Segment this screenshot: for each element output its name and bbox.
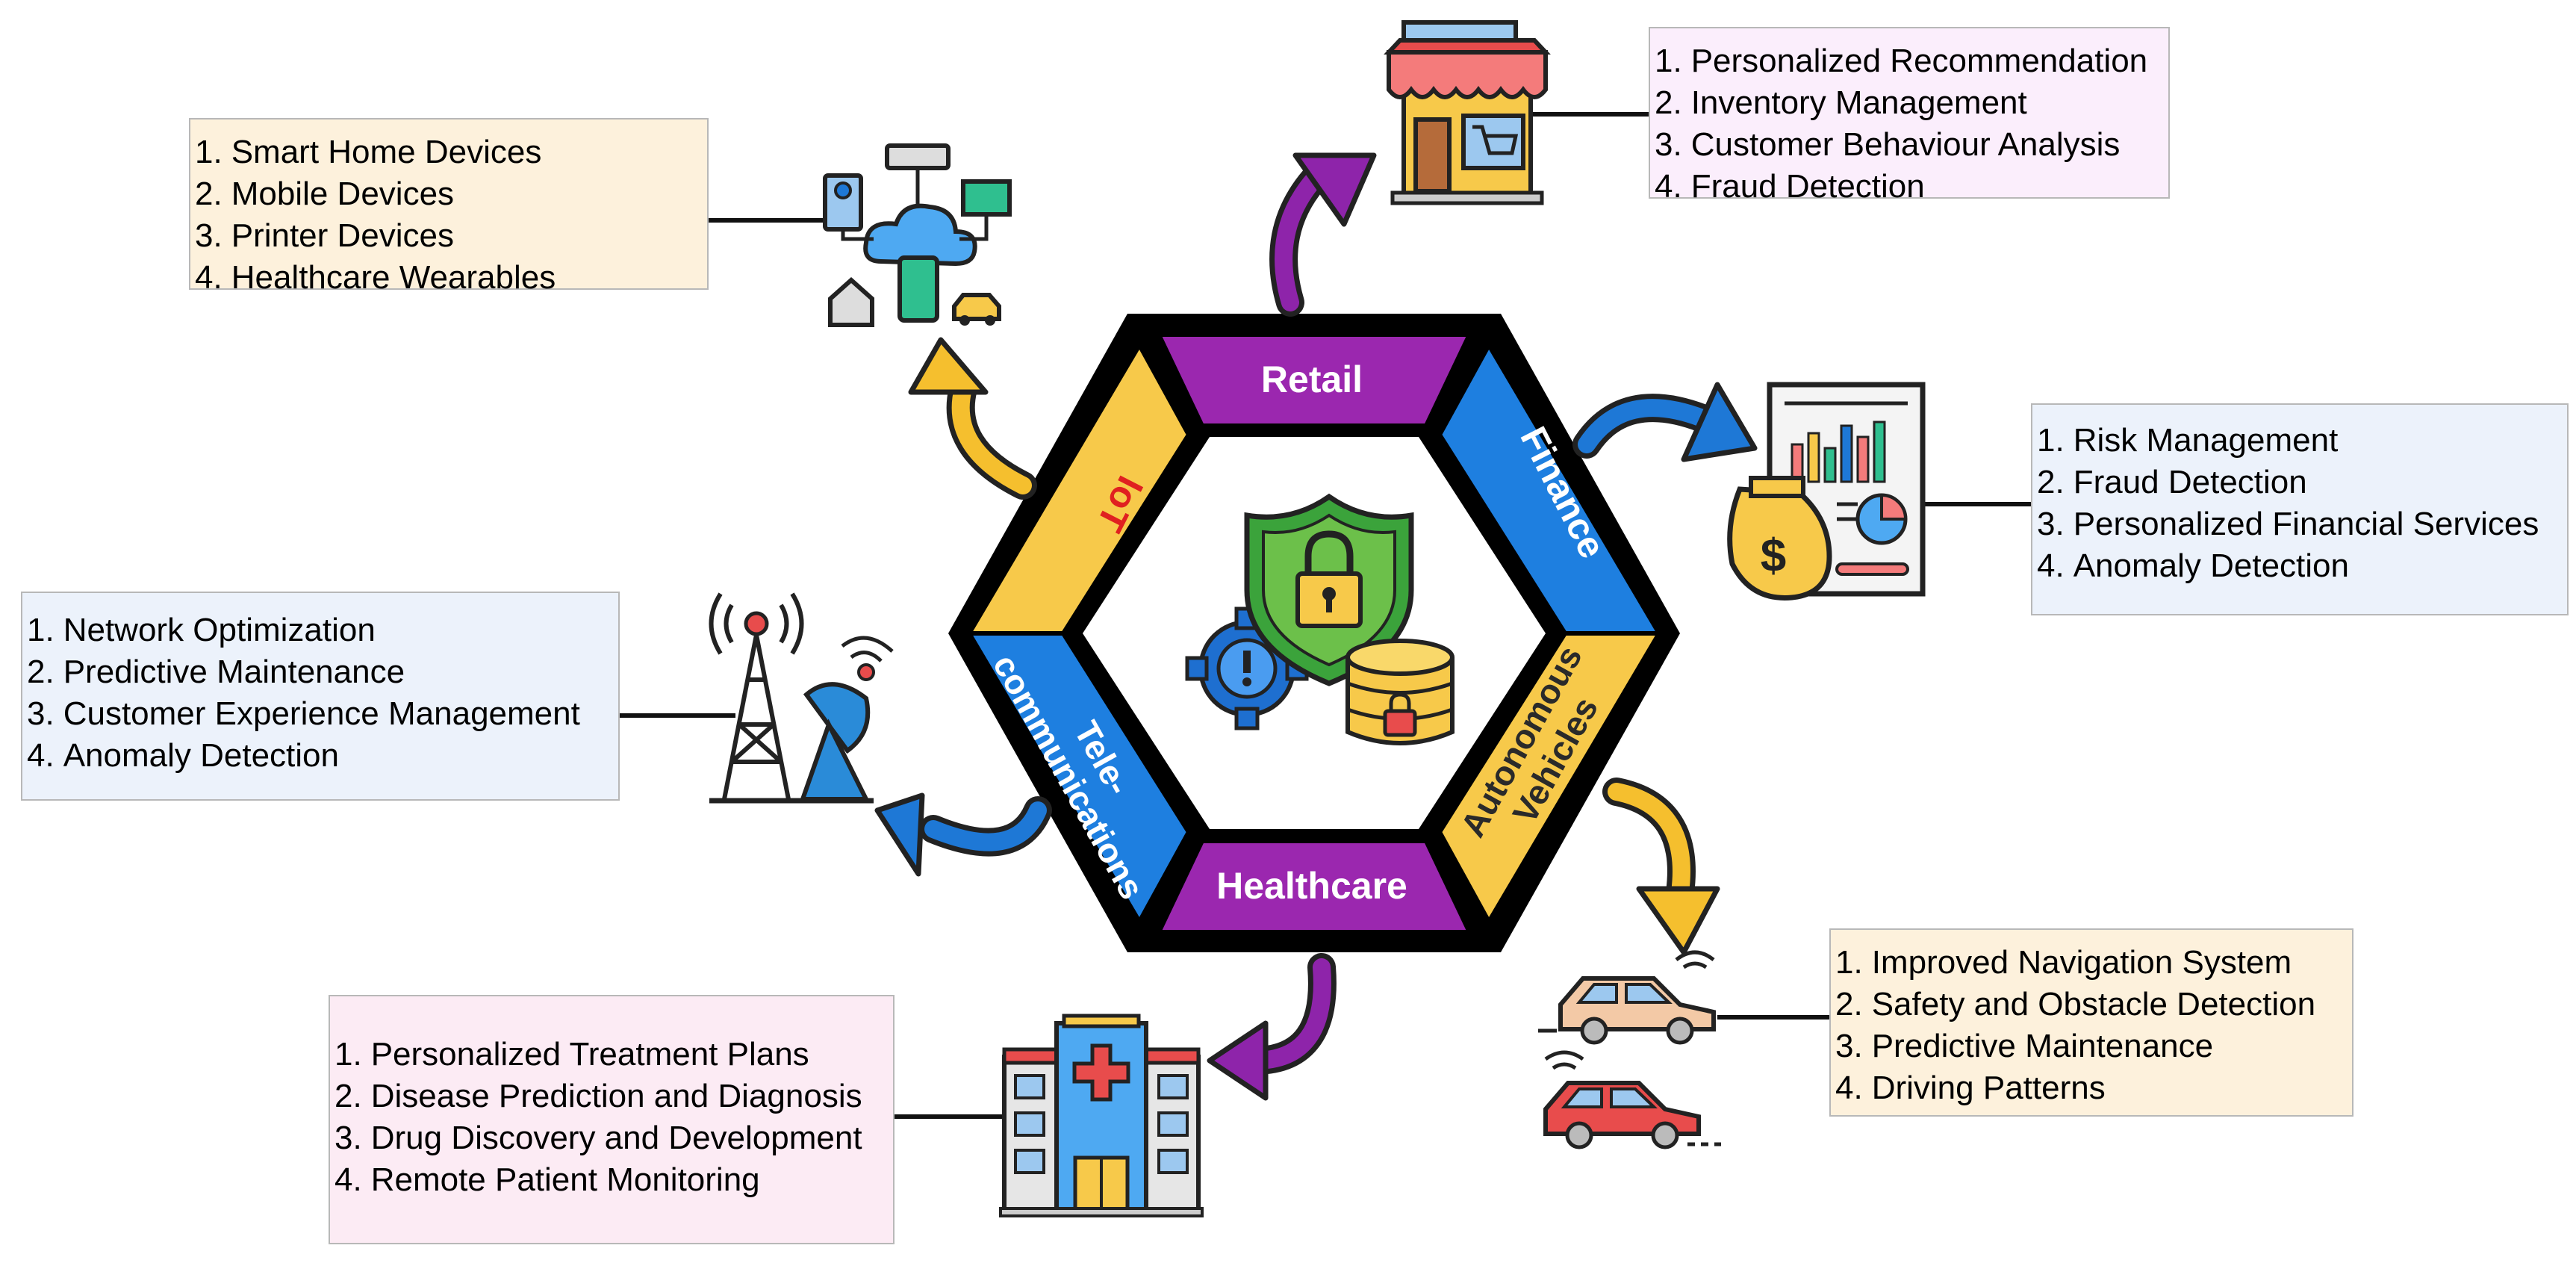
store-icon [1384,20,1551,205]
list-item: 4.Anomaly Detection [27,737,339,774]
list-item: 1.Smart Home Devices [195,134,542,170]
segment-autonomous [1437,631,1664,927]
arrow-retail [1269,152,1377,317]
hexagon: Retail Healthcare Finance IoT Autonomous… [948,314,1680,952]
arrow-autonomous [1602,778,1720,955]
list-item: 2.Predictive Maintenance [27,654,405,690]
telecom-tower-satellite-dish-icon [709,592,894,804]
list-item: 1.Risk Management [2037,422,2339,459]
segment-retail [1155,332,1473,428]
arrows [874,152,1758,1101]
box-autonomous: 1.Improved Navigation System 2.Safety an… [1829,928,2353,1117]
security-shield-lock-database-icon [1185,493,1455,745]
box-iot: 1.Smart Home Devices 2.Mobile Devices 3.… [189,118,709,296]
list-item: 1.Personalized Treatment Plans [335,1036,809,1073]
arrow-telecom [874,792,1052,877]
iot-cloud-network-icon [823,143,1012,327]
list-item: 3.Printer Devices [195,217,455,254]
box-healthcare: 1.Personalized Treatment Plans 2.Disease… [329,995,895,1244]
list-item: 3.Predictive Maintenance [1835,1028,2214,1064]
segment-iot [965,340,1192,636]
segment-healthcare [1155,839,1473,934]
list-item: 2.Inventory Management [1655,84,2027,121]
list-item: 3.Customer Behaviour Analysis [1655,126,2121,163]
list-item: 2.Fraud Detection [2037,464,2307,500]
finance-report-money-bag-icon: $ [1727,382,1926,601]
list-item: 4.Anomaly Detection [2037,547,2349,584]
box-telecom: 1.Network Optimization 2.Predictive Main… [21,592,620,801]
autonomous-cars-icon [1538,950,1721,1149]
list-item: 4.Healthcare Wearables [195,259,556,296]
arrow-finance [1572,382,1758,462]
list-item: 2.Disease Prediction and Diagnosis [335,1078,862,1114]
box-finance: 1.Risk Management 2.Fraud Detection 3.Pe… [2031,403,2569,615]
connector-lines [618,112,2031,1119]
arrow-iot [908,337,1037,500]
svg-text:$: $ [1761,530,1786,582]
box-retail: 1.Personalized Recommendation 2.Inventor… [1649,27,2170,205]
list-item: 3.Personalized Financial Services [2037,506,2539,542]
hospital-icon [999,1014,1204,1217]
list-item: 4.Fraud Detection [1655,168,1925,205]
list-item: 2.Mobile Devices [195,176,455,212]
list-item: 2.Safety and Obstacle Detection [1835,986,2316,1022]
list-item: 1.Network Optimization [27,612,376,648]
list-item: 4.Remote Patient Monitoring [335,1161,760,1198]
list-item: 3.Customer Experience Management [27,695,580,732]
list-item: 4.Driving Patterns [1835,1070,2106,1106]
list-item: 1.Personalized Recommendation [1655,43,2148,79]
list-item: 3.Drug Discovery and Development [335,1120,862,1156]
arrow-healthcare [1207,953,1337,1101]
list-item: 1.Improved Navigation System [1835,944,2292,981]
segment-label-healthcare: Healthcare [1216,865,1407,907]
segment-label-retail: Retail [1261,359,1363,400]
